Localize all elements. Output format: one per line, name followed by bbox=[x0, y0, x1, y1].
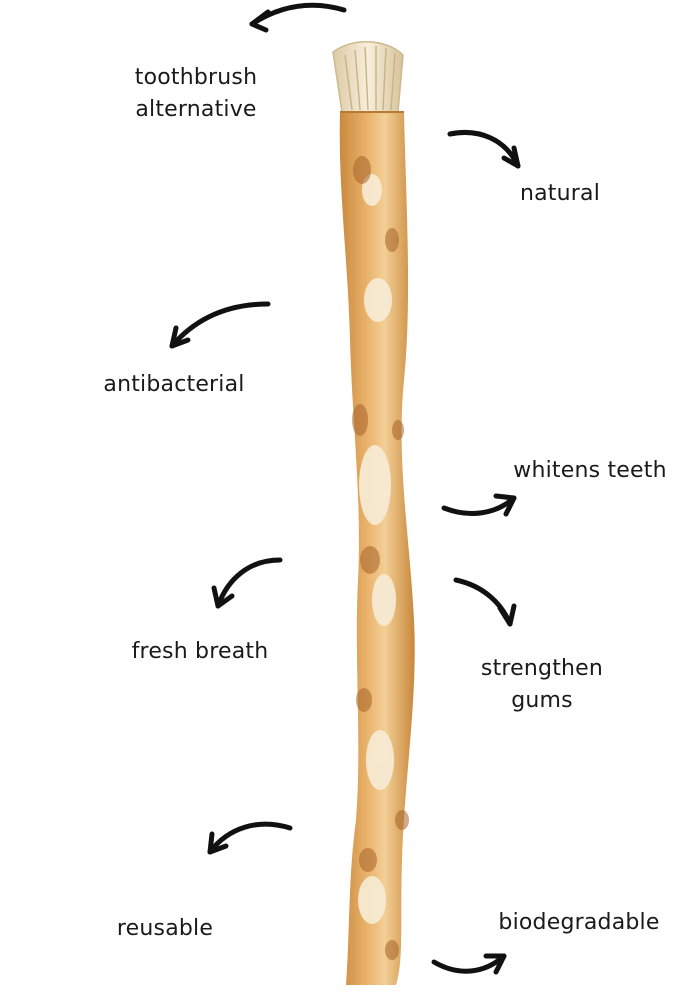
arrow-reusable bbox=[207, 821, 293, 855]
label-whitens-teeth: whitens teeth bbox=[513, 458, 667, 483]
label-biodegradable: biodegradable bbox=[498, 910, 660, 935]
label-line: alternative bbox=[135, 97, 257, 122]
arrow-biodegradable bbox=[431, 953, 507, 975]
label-line: gums bbox=[511, 688, 573, 713]
label-fresh-breath: fresh breath bbox=[131, 639, 269, 664]
label-line: toothbrush bbox=[134, 65, 258, 90]
miswak-stick bbox=[339, 111, 415, 985]
bristles bbox=[332, 40, 404, 113]
label-toothbrush-alternative: toothbrush alternative bbox=[116, 62, 276, 126]
arrow-antibacterial bbox=[169, 301, 271, 349]
arrow-strengthen bbox=[453, 577, 517, 627]
arrow-toothbrush bbox=[249, 2, 347, 33]
label-strengthen-gums: strengthen gums bbox=[462, 653, 622, 717]
label-line: strengthen bbox=[480, 656, 604, 681]
label-reusable: reusable bbox=[116, 916, 214, 941]
label-antibacterial: antibacterial bbox=[103, 372, 245, 397]
arrow-natural bbox=[447, 130, 521, 169]
arrow-fresh bbox=[211, 557, 283, 609]
label-natural: natural bbox=[519, 181, 601, 206]
arrow-whitens bbox=[441, 493, 517, 517]
